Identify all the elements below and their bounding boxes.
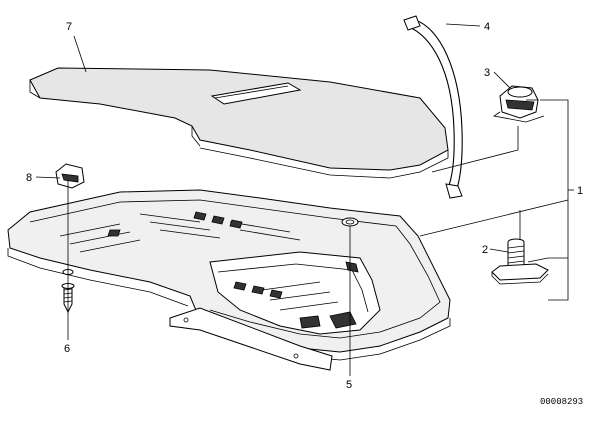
callout-labels: 7 4 3 1 8 2 6 5 (26, 21, 583, 391)
clip-part-8 (55, 163, 85, 189)
callout-1: 1 (577, 185, 583, 197)
callout-2: 2 (482, 244, 488, 256)
stud-part-2 (491, 238, 549, 285)
callout-3: 3 (484, 67, 490, 79)
part-number: 00008293 (540, 397, 583, 407)
hose-part-4 (403, 15, 463, 199)
callout-4: 4 (484, 21, 490, 33)
leader-lines (35, 23, 574, 376)
trunk-floor-tray (7, 189, 451, 371)
cover-panel-part-7 (29, 67, 449, 179)
callout-5: 5 (346, 379, 352, 391)
mount-part-3 (492, 85, 545, 123)
callout-8: 8 (26, 172, 32, 184)
callout-7: 7 (66, 21, 72, 33)
callout-6: 6 (64, 343, 70, 355)
